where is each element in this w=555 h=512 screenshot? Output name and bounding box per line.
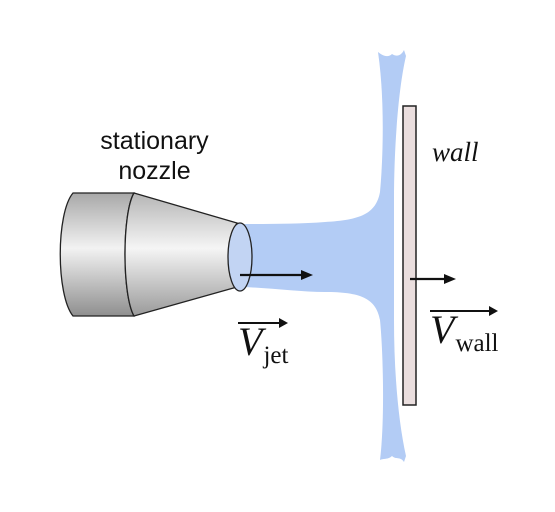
- wall-vector-bar: [430, 306, 499, 316]
- nozzle-label-line2: nozzle: [118, 157, 191, 185]
- wall-velocity-arrow: [410, 274, 456, 284]
- nozzle-cone: [124, 192, 239, 317]
- nozzle-body: [59, 192, 136, 317]
- water-sheet: [243, 50, 406, 462]
- wall-velocity-subscript: wall: [455, 330, 499, 357]
- nozzle: [59, 192, 253, 317]
- wall-label: wall: [432, 137, 479, 167]
- nozzle-outlet: [227, 222, 253, 292]
- jet-vector-bar: [238, 318, 289, 328]
- jet-velocity-symbol: V: [238, 319, 263, 364]
- nozzle-label-line1: stationary: [100, 127, 209, 155]
- jet-velocity-arrow: [240, 270, 313, 280]
- wall-velocity-label: Vwall: [430, 306, 499, 357]
- wall-velocity-symbol: V: [430, 307, 455, 352]
- jet-velocity-label: Vjet: [238, 318, 289, 369]
- water-jet: [243, 50, 406, 462]
- wall-plate: [402, 105, 417, 406]
- nozzle-label: stationary nozzle: [92, 126, 217, 186]
- jet-velocity-subscript: jet: [263, 342, 289, 369]
